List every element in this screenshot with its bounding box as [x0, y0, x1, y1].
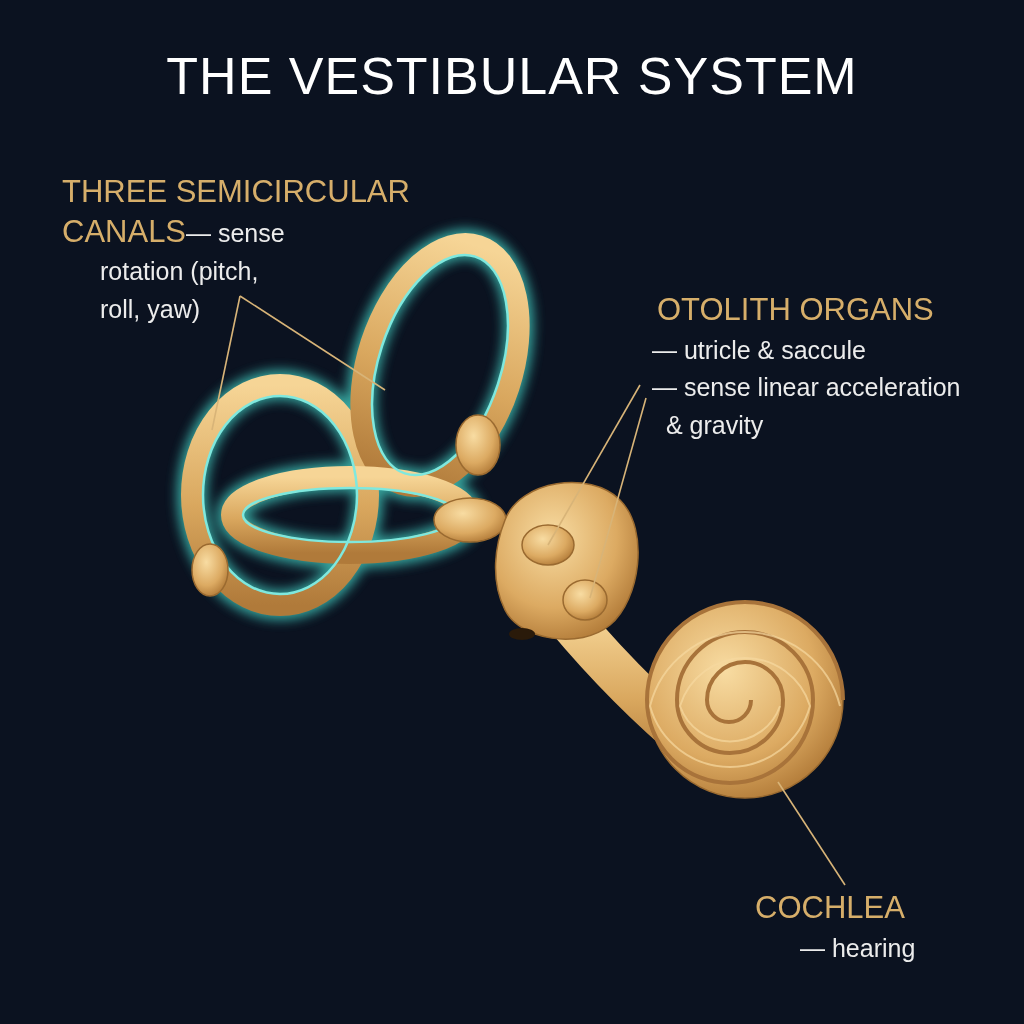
- part-description: — sense linear acceleration & gravity: [652, 368, 962, 444]
- diagram-title: THE VESTIBULAR SYSTEM: [0, 46, 1024, 106]
- part-name: OTOLITH ORGANS: [657, 290, 997, 330]
- canal-edge-line: [243, 488, 457, 542]
- saccule: [563, 580, 607, 620]
- cochlea: [647, 602, 843, 798]
- ampulla: [456, 415, 500, 475]
- canal-glow-ring: [333, 224, 547, 506]
- canal-glow-ring: [232, 477, 468, 553]
- leader-line: [240, 296, 385, 390]
- canal-inner-edge: [203, 238, 533, 594]
- oval-window: [509, 628, 535, 640]
- leader-line: [778, 782, 845, 885]
- ampulla: [434, 498, 506, 542]
- anterior-canal: [333, 224, 547, 506]
- leader-line: [212, 296, 240, 430]
- cochlea-spiral: [647, 602, 843, 783]
- part-description: — hearing: [800, 930, 1000, 966]
- leader-line: [590, 398, 646, 598]
- cochlea-spiral-highlight: [650, 632, 840, 767]
- part-name: COCHLEA: [755, 888, 995, 928]
- part-description: — utricle & saccule: [652, 332, 992, 368]
- canal-edge-line: [347, 238, 533, 493]
- ampulla: [192, 544, 228, 596]
- leader-line: [548, 385, 640, 545]
- lateral-canal: [232, 477, 468, 553]
- part-description: — sense rotation (pitch, roll, yaw): [100, 214, 295, 328]
- vestibule: [496, 483, 639, 640]
- ampullae: [192, 415, 506, 596]
